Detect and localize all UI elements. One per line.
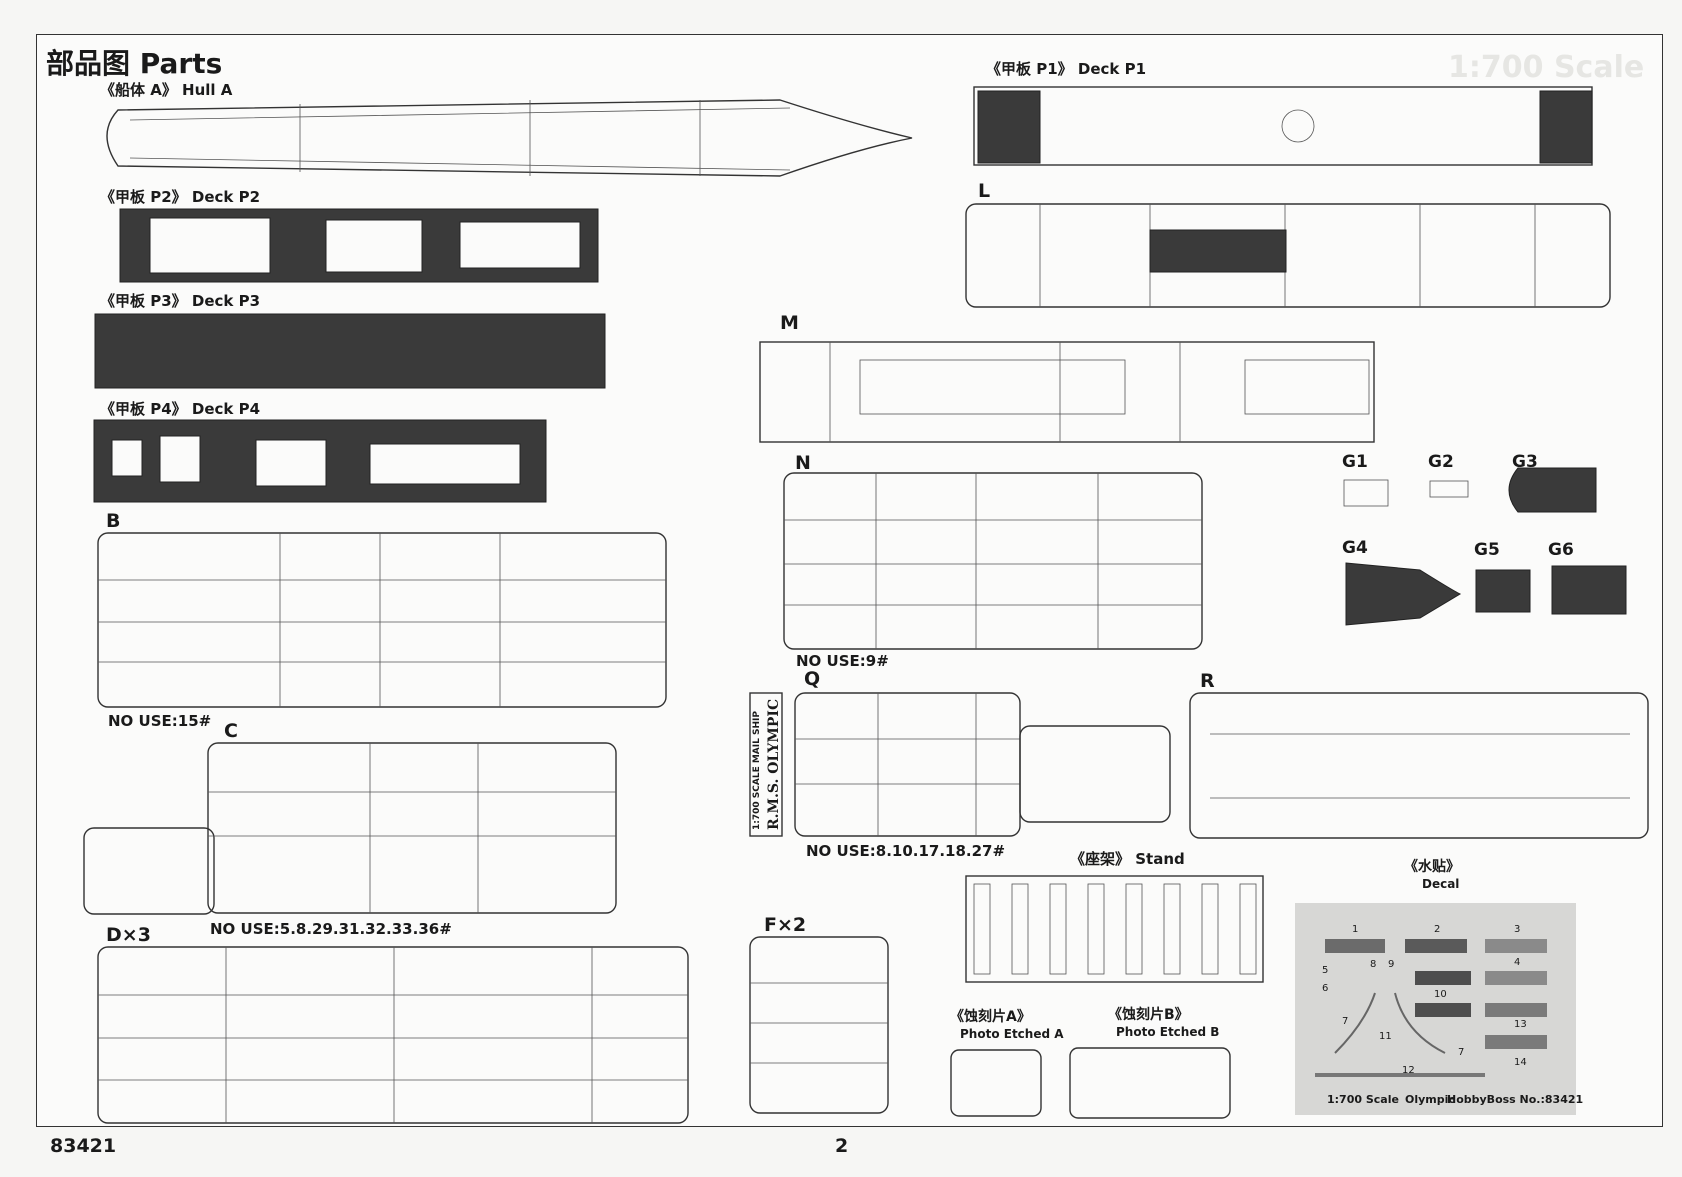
decal-number: 9 <box>1388 959 1395 970</box>
decal-number: 14 <box>1514 1057 1527 1068</box>
decal-footer-kit: HobbyBoss No.:83421 <box>1447 1093 1584 1106</box>
decal-number: 8 <box>1370 959 1377 970</box>
decal-footer-name: Olympic <box>1405 1093 1455 1106</box>
sprue-c-no-use-note: NO USE:5.8.29.31.32.33.36# <box>210 920 452 938</box>
decal-label-en: Decal <box>1422 877 1460 891</box>
stand-label: 《座架》 Stand <box>1070 850 1185 868</box>
sprue-b-frame <box>97 532 667 708</box>
decal-number: 1 <box>1352 924 1359 935</box>
sprue-q-letter: Q <box>804 668 821 690</box>
plaque-line2: R.M.S. OLYMPIC <box>766 698 782 830</box>
g6-label: G6 <box>1548 540 1574 560</box>
sprue-n-no-use-note: NO USE:9# <box>796 652 889 670</box>
decal-footer-scale: 1:700 Scale <box>1327 1093 1399 1106</box>
g5-label: G5 <box>1474 540 1500 560</box>
name-plaque <box>749 692 783 837</box>
sprue-l-frame <box>965 203 1611 308</box>
ghost-scale-text: 1:700 Scale <box>1448 50 1645 85</box>
decal-number: 3 <box>1514 924 1521 935</box>
deck-p3-part <box>94 313 606 389</box>
deck-p1-label: 《甲板 P1》 Deck P1 <box>986 60 1147 78</box>
decal-sheet: 1 2 3 4 5 6 7 8 9 10 11 12 13 14 7 1:700… <box>1295 903 1583 1115</box>
decal-number: 11 <box>1379 1031 1392 1042</box>
sprue-n-frame <box>783 472 1203 650</box>
decal-number: 2 <box>1434 924 1441 935</box>
kit-number: 83421 <box>50 1135 117 1157</box>
decal-number: 5 <box>1322 965 1329 976</box>
sprue-c-letter: C <box>224 720 238 742</box>
decal-artwork <box>1315 939 1547 1077</box>
photo-etched-b-en: Photo Etched B <box>1116 1025 1220 1039</box>
sprue-n-letter: N <box>795 452 811 474</box>
page-title: 部品图 Parts <box>46 47 223 80</box>
photo-etched-a-en: Photo Etched A <box>960 1027 1064 1041</box>
sprue-f-frame <box>749 936 889 1114</box>
sprue-l-letter: L <box>978 180 991 202</box>
photo-etched-a-cn: 《蚀刻片A》 <box>950 1009 1031 1025</box>
deck-p2-label: 《甲板 P2》 Deck P2 <box>100 188 261 206</box>
g1-label: G1 <box>1342 452 1368 472</box>
sprue-q-frame <box>794 692 1171 837</box>
hull-a-label: 《船体 A》 Hull A <box>100 81 233 99</box>
sprue-b-letter: B <box>106 510 121 532</box>
g3-label: G3 <box>1512 452 1538 472</box>
sprue-m-frame <box>759 341 1375 443</box>
plaque-line1: 1:700 SCALE MAIL SHIP <box>752 711 762 830</box>
decal-number: 12 <box>1402 1065 1415 1076</box>
deck-p2-part <box>119 208 599 283</box>
deck-p4-part <box>93 419 547 503</box>
sprue-f-letter: F×2 <box>764 914 807 936</box>
decal-number: 10 <box>1434 989 1447 1000</box>
page-number: 2 <box>835 1135 849 1157</box>
sprue-m-letter: M <box>780 312 799 334</box>
hull-a-part <box>106 99 913 177</box>
g2-label: G2 <box>1428 452 1454 472</box>
deck-p3-label: 《甲板 P3》 Deck P3 <box>100 292 261 310</box>
decal-number: 7 <box>1458 1047 1465 1058</box>
photo-etched-a-part <box>950 1049 1042 1117</box>
deck-p4-label: 《甲板 P4》 Deck P4 <box>100 400 261 418</box>
decal-number: 6 <box>1322 983 1329 994</box>
decal-number: 13 <box>1514 1019 1527 1030</box>
sprue-c-frame <box>83 742 617 915</box>
photo-etched-b-part <box>1069 1047 1231 1119</box>
sprue-b-no-use-note: NO USE:15# <box>108 712 212 730</box>
g-parts <box>1343 467 1627 626</box>
photo-etched-b-cn: 《蚀刻片B》 <box>1108 1007 1189 1023</box>
decal-label-cn: 《水贴》 <box>1404 859 1460 875</box>
g4-label: G4 <box>1342 538 1368 558</box>
decal-number: 7 <box>1342 1016 1349 1027</box>
sprue-r-letter: R <box>1200 670 1215 692</box>
sprue-q-no-use-note: NO USE:8.10.17.18.27# <box>806 842 1006 860</box>
sprue-r-frame <box>1189 692 1649 839</box>
sprue-d-frame <box>97 946 689 1124</box>
sprue-d-letter: D×3 <box>106 924 151 946</box>
stand-part <box>965 875 1264 983</box>
deck-p1-part <box>973 86 1593 166</box>
decal-number: 4 <box>1514 957 1521 968</box>
